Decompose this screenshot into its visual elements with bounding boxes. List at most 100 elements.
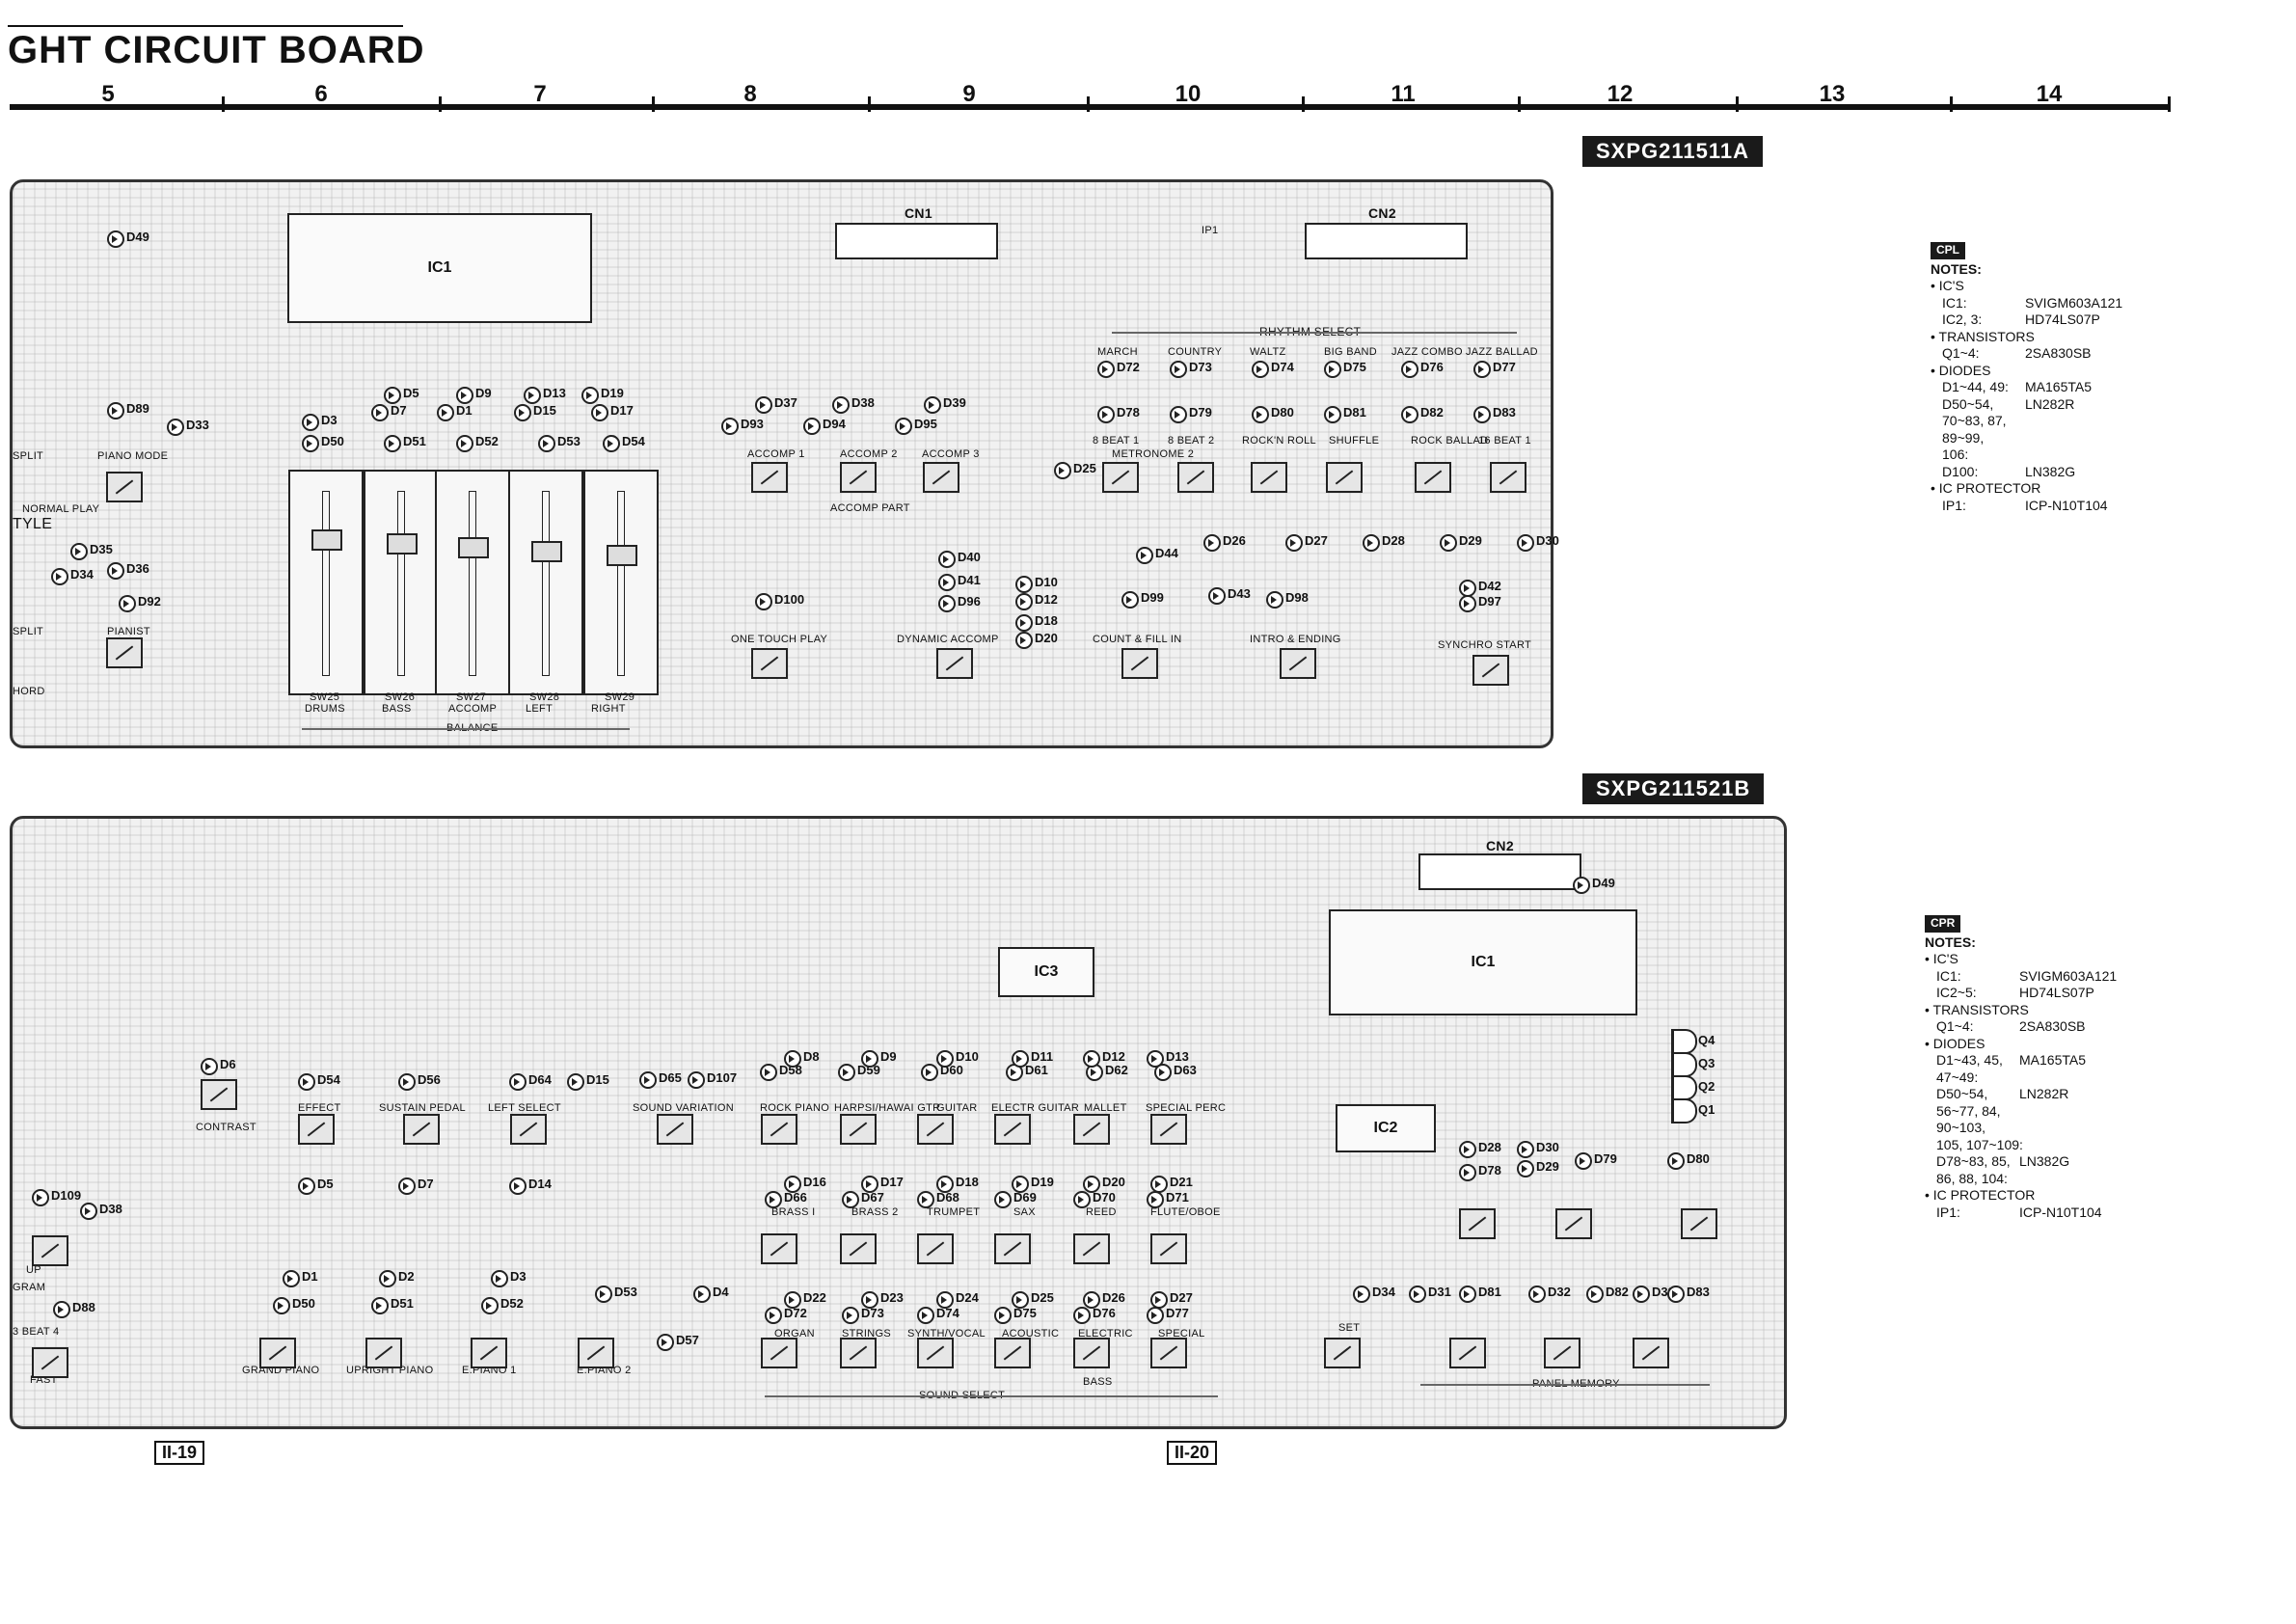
tact-switch[interactable] [1449, 1338, 1486, 1368]
tact-switch[interactable] [201, 1079, 237, 1110]
tact-switch[interactable] [994, 1114, 1031, 1145]
tact-switch[interactable] [1633, 1338, 1669, 1368]
balance-slider[interactable] [288, 470, 364, 695]
tact-switch[interactable] [751, 648, 788, 679]
tact-switch[interactable] [1102, 462, 1139, 493]
q1-label: Q1 [1698, 1102, 1715, 1117]
diode [1285, 534, 1303, 552]
slider-knob[interactable] [458, 537, 489, 558]
tact-switch[interactable] [1324, 1338, 1361, 1368]
tact-switch[interactable] [365, 1338, 402, 1368]
diode-label: D92 [138, 594, 161, 609]
tact-switch[interactable] [840, 462, 877, 493]
balance-slider[interactable] [508, 470, 583, 695]
diode [1015, 576, 1033, 593]
tact-switch[interactable] [578, 1338, 614, 1368]
tact-switch[interactable] [840, 1114, 877, 1145]
tact-switch[interactable] [1177, 462, 1214, 493]
slider-knob[interactable] [311, 529, 342, 551]
tact-switch[interactable] [1544, 1338, 1580, 1368]
tact-switch[interactable] [298, 1114, 335, 1145]
tact-switch[interactable] [403, 1114, 440, 1145]
tact-switch[interactable] [761, 1114, 797, 1145]
tact-switch[interactable] [510, 1114, 547, 1145]
tact-switch[interactable] [1073, 1233, 1110, 1264]
tact-switch[interactable] [1681, 1208, 1717, 1239]
tact-switch[interactable] [1459, 1208, 1496, 1239]
waltz-label: WALTZ [1250, 346, 1286, 358]
tact-switch[interactable] [917, 1114, 954, 1145]
diode [1363, 534, 1380, 552]
tact-switch[interactable] [32, 1235, 68, 1266]
beat16-1-label: 16 BEAT 1 [1478, 435, 1531, 447]
slider-knob[interactable] [387, 533, 418, 555]
tact-switch[interactable] [761, 1338, 797, 1368]
tact-switch[interactable] [840, 1338, 877, 1368]
diode-label: D43 [1228, 586, 1251, 601]
column-tick [1518, 96, 1521, 112]
tact-switch[interactable] [106, 472, 143, 502]
diode-label: D15 [586, 1072, 609, 1087]
diode [567, 1073, 584, 1091]
shuffle-label: SHUFFLE [1329, 435, 1380, 447]
tact-switch[interactable] [1150, 1114, 1187, 1145]
tact-switch[interactable] [840, 1233, 877, 1264]
diode [1528, 1286, 1546, 1303]
diode [398, 1073, 416, 1091]
diode-label: D67 [861, 1190, 884, 1204]
diode [1440, 534, 1457, 552]
diode [167, 419, 184, 436]
tact-switch[interactable] [1326, 462, 1363, 493]
tact-switch[interactable] [994, 1338, 1031, 1368]
diode [861, 1050, 878, 1068]
diode-label: D14 [528, 1177, 552, 1191]
diode-label: D74 [936, 1306, 959, 1320]
slider-knob[interactable] [607, 545, 637, 566]
tact-switch[interactable] [994, 1233, 1031, 1264]
tact-switch[interactable] [1121, 648, 1158, 679]
tact-switch[interactable] [106, 637, 143, 668]
diode-label: D7 [418, 1177, 434, 1191]
diode [1083, 1050, 1100, 1068]
tact-switch[interactable] [936, 648, 973, 679]
tact-switch[interactable] [471, 1338, 507, 1368]
tact-switch[interactable] [917, 1233, 954, 1264]
diode-label: D96 [958, 594, 981, 609]
tact-switch[interactable] [32, 1347, 68, 1378]
tact-switch[interactable] [1490, 462, 1526, 493]
diode [838, 1064, 855, 1081]
tact-switch[interactable] [923, 462, 959, 493]
tact-switch[interactable] [751, 462, 788, 493]
tact-switch[interactable] [1472, 655, 1509, 686]
tact-switch[interactable] [1150, 1338, 1187, 1368]
tact-switch[interactable] [761, 1233, 797, 1264]
brass2-label: BRASS 2 [851, 1206, 899, 1218]
tact-switch[interactable] [1251, 462, 1287, 493]
balance-slider[interactable] [583, 470, 659, 695]
diode [721, 418, 739, 435]
note-row: IC1:SVIGM603A121 [1925, 968, 2117, 986]
tact-switch[interactable] [1073, 1338, 1110, 1368]
tact-switch[interactable] [917, 1338, 954, 1368]
diode-label: D83 [1493, 405, 1516, 420]
diode [1517, 534, 1534, 552]
tact-switch[interactable] [1555, 1208, 1592, 1239]
tact-switch[interactable] [1280, 648, 1316, 679]
q4-transistor [1671, 1029, 1697, 1054]
note-row: D78~83, 85,LN382G [1925, 1153, 2117, 1171]
diode-label: D56 [418, 1072, 441, 1087]
diode-label: D17 [610, 403, 634, 418]
balance-slider[interactable] [364, 470, 439, 695]
tact-switch[interactable] [657, 1114, 693, 1145]
slider-knob[interactable] [531, 541, 562, 562]
tact-switch[interactable] [1150, 1233, 1187, 1264]
tact-switch[interactable] [259, 1338, 296, 1368]
tact-switch[interactable] [1073, 1114, 1110, 1145]
diode [755, 593, 772, 610]
diode-label: D79 [1189, 405, 1212, 420]
balance-slider[interactable] [435, 470, 510, 695]
note-key: 86, 88, 104: [1936, 1170, 2008, 1186]
note-value: LN282R [2025, 395, 2075, 412]
tact-switch[interactable] [1415, 462, 1451, 493]
diode-label: D40 [958, 550, 981, 564]
